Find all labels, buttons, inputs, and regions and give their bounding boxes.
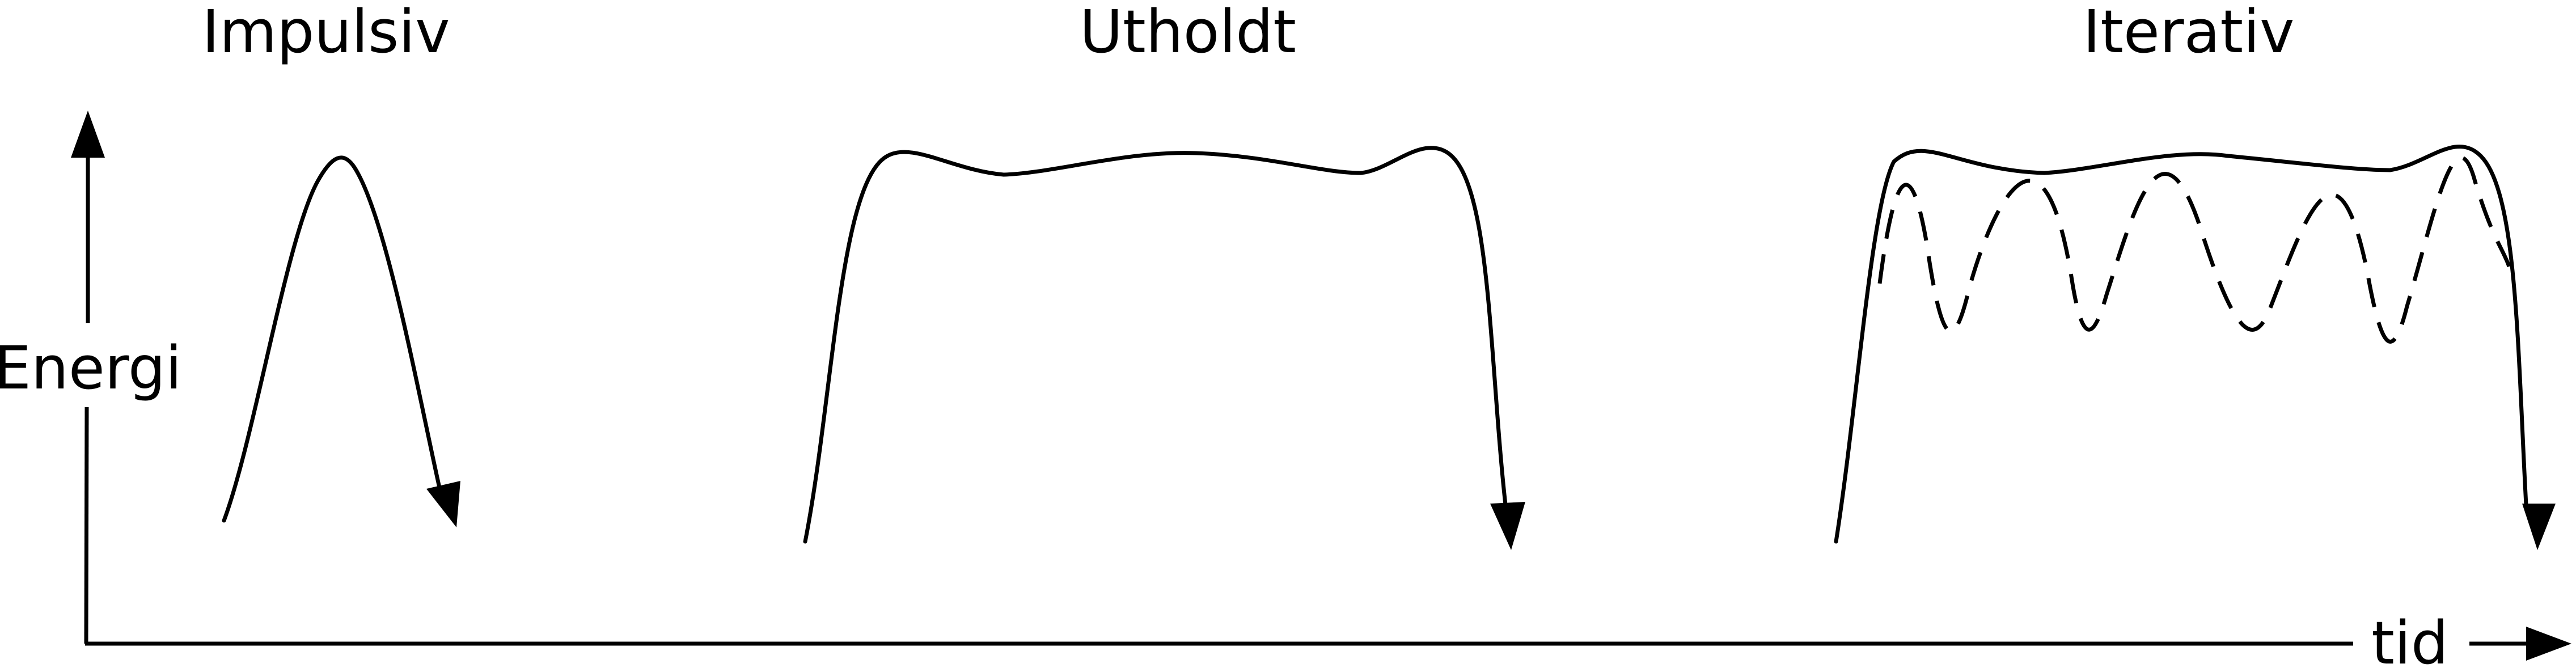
curve-utholdt — [803, 146, 1525, 550]
impulsiv-curve-line — [222, 155, 442, 523]
impulsiv-arrowhead — [426, 481, 460, 527]
utholdt-curve-line — [803, 146, 1508, 544]
x-axis-arrowhead — [2526, 627, 2571, 661]
curve-iterativ — [1834, 144, 2556, 550]
y-axis-arrowhead — [71, 111, 105, 158]
y-axis — [71, 111, 105, 644]
iterativ-dashed-oscillation — [1877, 155, 2511, 344]
x-axis — [85, 627, 2571, 661]
x-axis-label: tid — [2371, 608, 2448, 672]
y-axis-lower-line — [84, 407, 89, 644]
curve-impulsiv — [222, 155, 460, 527]
utholdt-arrowhead — [1490, 502, 1525, 550]
title-iterativ: Iterativ — [2083, 0, 2294, 66]
iterativ-solid-curve — [1834, 144, 2528, 544]
title-utholdt: Utholdt — [1080, 0, 1296, 66]
title-impulsiv: Impulsiv — [202, 0, 450, 66]
y-axis-label: Energi — [0, 333, 182, 403]
iterativ-arrowhead — [2522, 504, 2556, 550]
